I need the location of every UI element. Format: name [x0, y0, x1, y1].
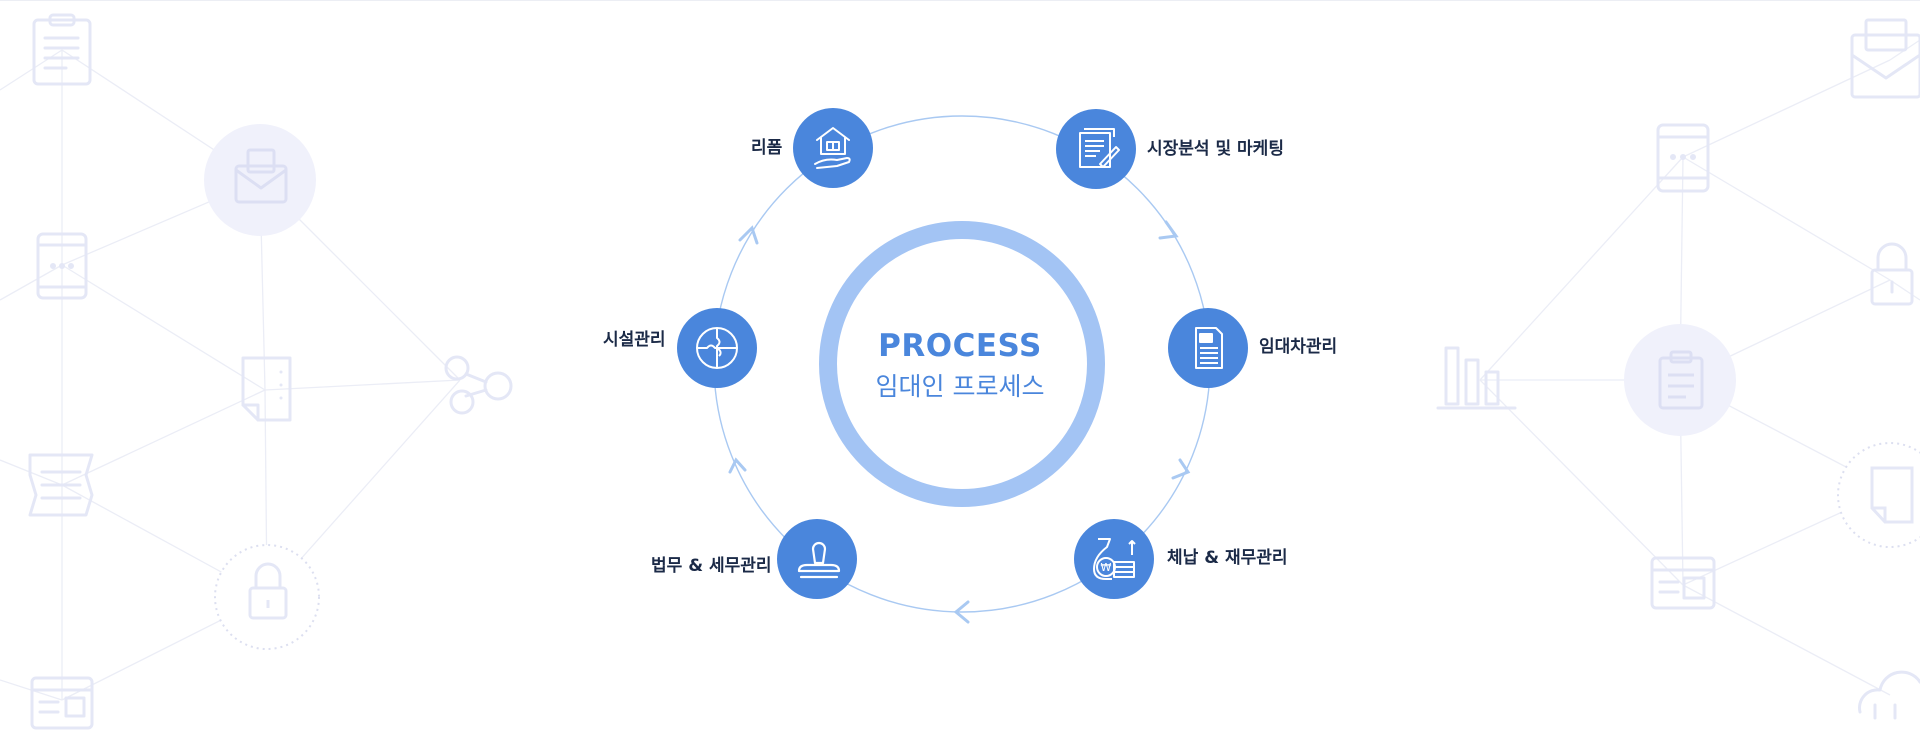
- step-label: 시설관리: [603, 330, 666, 350]
- newspaper-icon: [28, 453, 94, 517]
- cloud-icon: [1858, 670, 1920, 720]
- document-icon: [1195, 327, 1223, 369]
- step-legal-tax[interactable]: [777, 519, 857, 599]
- top-divider: [0, 0, 1920, 1]
- step-label: 체납 & 재무관리: [1167, 548, 1288, 568]
- cycle-arrow: [1158, 220, 1179, 240]
- document-pen-icon: [1079, 128, 1120, 168]
- cycle-arrow: [1171, 458, 1191, 480]
- center-title: PROCESS: [878, 328, 1042, 364]
- envelope-bubble: [204, 124, 316, 236]
- cycle-arrow: [728, 457, 747, 474]
- tablet-icon: [1656, 123, 1710, 193]
- step-facility-management[interactable]: [677, 308, 757, 388]
- clipboard-icon: [32, 13, 92, 86]
- money-bag-coins-icon: ₩: [1093, 538, 1136, 580]
- svg-text:₩: ₩: [1101, 561, 1112, 574]
- document-icon: [241, 356, 292, 422]
- center-ring: [819, 221, 1105, 507]
- envelope-icon: [234, 148, 288, 204]
- clipboard-bubble: [1624, 324, 1736, 436]
- puzzle-icon: [696, 327, 738, 369]
- lock-icon: [248, 562, 288, 620]
- house-hand-icon: [814, 127, 851, 169]
- step-label: 임대차관리: [1259, 337, 1338, 357]
- step-label: 리폼: [751, 138, 783, 158]
- step-arrears-finance[interactable]: ₩: [1074, 519, 1154, 599]
- lock-bubble: [214, 544, 320, 650]
- document-icon: [1870, 466, 1914, 524]
- step-market-analysis[interactable]: [1056, 109, 1136, 189]
- envelope-icon: [1850, 18, 1920, 99]
- bar-chart-icon: [1436, 346, 1517, 410]
- step-lease-management[interactable]: [1168, 308, 1248, 388]
- tablet-icon: [36, 232, 88, 300]
- browser-window-icon: [1650, 556, 1716, 610]
- clipboard-icon: [1658, 350, 1704, 410]
- step-reform[interactable]: [793, 108, 873, 188]
- browser-window-icon: [30, 676, 94, 730]
- cycle-arrow: [953, 600, 970, 624]
- stamp-icon: [797, 541, 841, 579]
- lock-icon: [1870, 242, 1914, 306]
- share-icon: [444, 355, 513, 415]
- center-subtitle: 임대인 프로세스: [875, 372, 1045, 401]
- step-label: 법무 & 세무관리: [651, 556, 772, 576]
- step-label: 시장분석 및 마케팅: [1147, 139, 1284, 159]
- cycle-arrow: [738, 225, 759, 245]
